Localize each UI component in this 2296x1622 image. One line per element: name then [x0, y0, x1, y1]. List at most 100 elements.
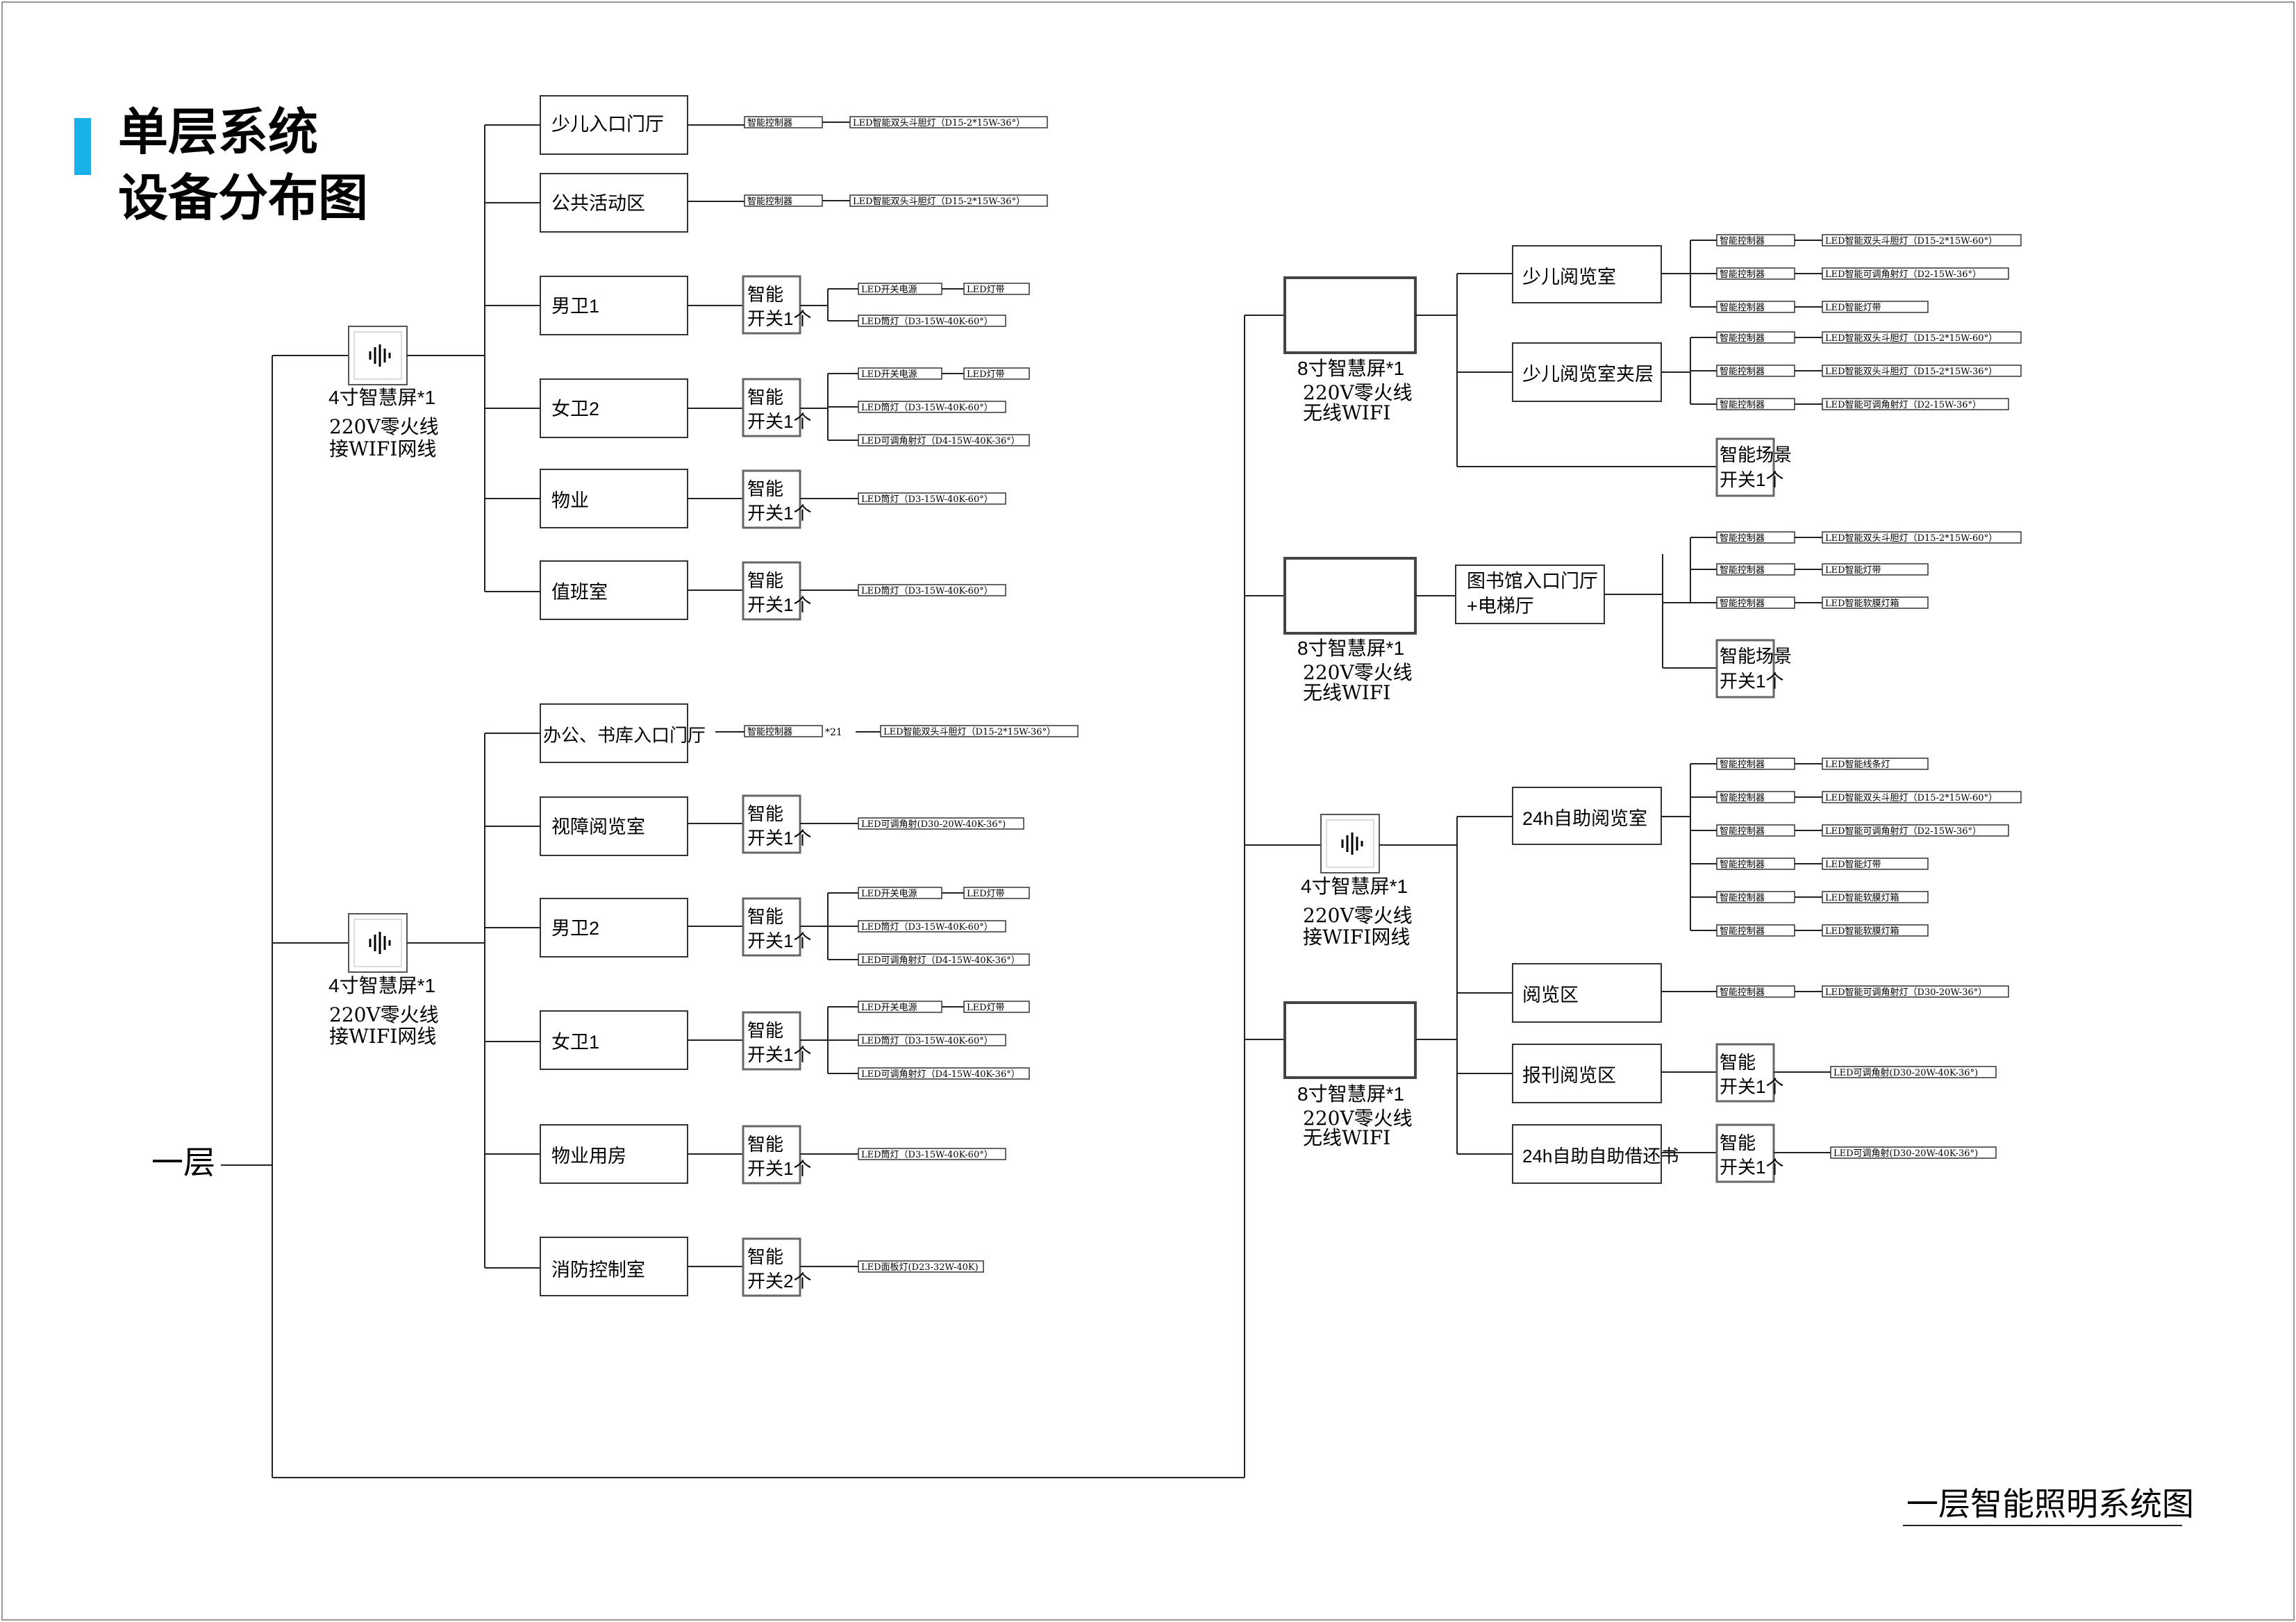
right-branch-4: 报刊阅览区 智能 开关1个 LED可调角射(D30-20W-40K-36°) 2…	[1457, 1043, 1997, 1184]
room-name: 阅览区	[1522, 985, 1579, 1005]
switch-label-1: 智能场景	[1720, 444, 1792, 465]
room-box	[1512, 342, 1662, 402]
device-box	[1822, 924, 1929, 937]
device-label: LED可调角射灯（D4-15W-40K-36°）	[861, 955, 1020, 966]
root-label: 一层	[151, 1144, 215, 1180]
device-box	[858, 434, 1030, 446]
device-label: LED智能灯带	[1825, 565, 1881, 576]
device-label: LED开关电源	[861, 1003, 917, 1013]
device-label: LED筒灯（D3-15W-40K-60°）	[861, 585, 993, 596]
hub-8inch-2: 8寸智慧屏*1 220V零火线 无线WIFI	[1283, 557, 1417, 704]
device-box	[1822, 758, 1929, 770]
hub-4inch-lower: 4寸智慧屏*1 220V零火线 接WIFI网线	[328, 913, 439, 1048]
left-lower-branch: 办公、书库入口门厅 智能控制器 *21 LED智能双头斗胆灯（D15-2*15W…	[485, 703, 1079, 1297]
controller-label: 智能控制器	[1720, 893, 1765, 903]
controller-label: 智能控制器	[747, 197, 792, 207]
room-name: 图书馆入口门厅	[1467, 571, 1598, 592]
hub-wire-note: 220V零火线	[329, 1003, 439, 1026]
device-box	[858, 315, 1006, 327]
hub-network-note: 无线WIFI	[1303, 401, 1390, 424]
controller-label: 智能控制器	[1720, 333, 1765, 344]
room-box	[540, 703, 688, 763]
device-box	[1822, 398, 2009, 410]
device-label: LED面板灯(D23-32W-40K)	[861, 1262, 979, 1273]
room-box	[540, 898, 688, 958]
device-label: LED智能软膜灯箱	[1825, 892, 1899, 903]
hub-4inch-upper: 4寸智慧屏*1 220V零火线 接WIFI网线	[328, 326, 439, 460]
smart-switch	[1715, 1043, 1775, 1103]
device-label: LED智能灯带	[1825, 303, 1881, 313]
room-name: 少儿入口门厅	[551, 114, 664, 135]
switch-label-2: 开关1个	[1720, 1157, 1783, 1178]
device-box	[1822, 234, 2022, 246]
device-label: LED智能软膜灯箱	[1825, 598, 1899, 609]
room-box	[1512, 963, 1662, 1023]
room-box	[1512, 245, 1662, 303]
device-label: LED开关电源	[861, 889, 917, 899]
device-label: LED智能软膜灯箱	[1825, 926, 1899, 937]
hub-label: 4寸智慧屏*1	[328, 387, 435, 408]
device-box	[1822, 563, 1929, 576]
right-branch-1: 少儿阅览室 智能控制器 LED智能双头斗胆灯（D15-2*15W-60°） 智能…	[1457, 234, 2022, 497]
device-label: LED智能可调角射灯（D2-15W-36°）	[1825, 269, 1981, 280]
device-box	[1822, 531, 2022, 544]
switch-label-2: 开关1个	[1720, 469, 1783, 490]
switch-label-1: 智能	[747, 1246, 783, 1267]
room-name: 报刊阅览区	[1522, 1065, 1616, 1086]
room-name: 消防控制室	[551, 1260, 645, 1280]
device-label: LED灯带	[967, 889, 1005, 899]
hub-network-note: 接WIFI网线	[329, 437, 436, 460]
device-box	[1822, 891, 1929, 903]
device-box	[1830, 1146, 1997, 1159]
device-box	[1822, 824, 2009, 837]
device-label: LED智能可调角射灯（D2-15W-36°）	[1825, 399, 1981, 410]
speaker-icon	[1341, 833, 1363, 855]
device-box	[1822, 267, 2009, 280]
smart-switch	[742, 1125, 801, 1185]
switch-label-2: 开关1个	[747, 594, 811, 615]
controller-label: 智能控制器	[1720, 826, 1765, 837]
controller-label: 智能控制器	[1720, 926, 1765, 937]
smart-switch	[742, 1237, 801, 1297]
controller-label: 智能控制器	[1720, 303, 1765, 313]
room-name: 男卫1	[551, 296, 599, 317]
room-box	[540, 173, 688, 233]
device-label: LED智能双头斗胆灯（D15-2*15W-36°）	[1825, 367, 1997, 377]
switch-label-2: 开关1个	[747, 930, 811, 951]
switch-label-1: 智能	[747, 284, 783, 305]
controller-label: 智能控制器	[1720, 400, 1765, 410]
device-label: LED可调角射(D30-20W-40K-36°)	[1833, 1148, 1978, 1159]
hub-network-note: 无线WIFI	[1303, 681, 1390, 704]
hub-wire-note: 220V零火线	[1303, 1107, 1413, 1130]
device-box	[1822, 985, 2009, 998]
smart-switch	[742, 561, 801, 621]
room-box	[540, 95, 688, 155]
room-name: 办公、书库入口门厅	[543, 725, 706, 746]
hub-wire-note: 220V零火线	[1303, 904, 1413, 927]
room-name: 公共活动区	[551, 193, 645, 214]
device-label: LED智能双头斗胆灯（D15-2*15W-36°）	[853, 197, 1025, 207]
device-box	[1822, 596, 1929, 609]
screen-box	[1283, 1001, 1417, 1079]
controller-label: 智能控制器	[1720, 793, 1765, 803]
switch-label-2: 开关1个	[1720, 1076, 1783, 1097]
room-box	[540, 469, 688, 528]
device-label: LED筒灯（D3-15W-40K-60°）	[861, 316, 993, 327]
room-name: 视障阅览室	[551, 817, 645, 837]
room-name: 少儿阅览室	[1522, 267, 1616, 287]
device-label: LED智能双头斗胆灯（D15-2*15W-60°）	[1825, 236, 1997, 246]
switch-label-1: 智能	[1720, 1132, 1756, 1153]
title-accent-bar	[74, 118, 91, 175]
left-upper-branch: 少儿入口门厅 智能控制器 LED智能双头斗胆灯（D15-2*15W-36°） 公…	[485, 95, 1048, 621]
device-box	[1822, 858, 1929, 870]
hub-wire-note: 220V零火线	[329, 415, 439, 438]
room-box	[1512, 787, 1662, 845]
room-box	[1512, 1124, 1662, 1184]
switch-label-1: 智能	[1720, 1052, 1756, 1073]
device-label: LED智能可调角射灯（D2-15W-36°）	[1825, 826, 1981, 837]
device-label: LED筒灯（D3-15W-40K-60°）	[861, 402, 993, 413]
hub-network-note: 接WIFI网线	[1303, 926, 1410, 948]
switch-label-1: 智能	[747, 1020, 783, 1041]
